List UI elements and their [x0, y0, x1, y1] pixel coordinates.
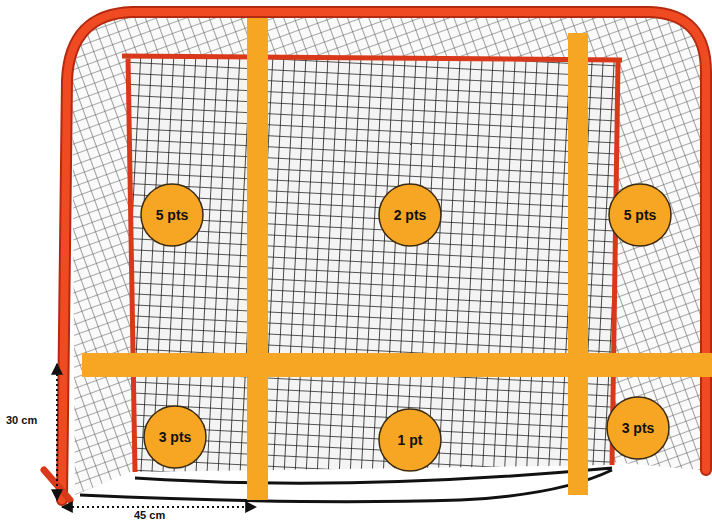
score-circle: 3 pts: [143, 405, 207, 469]
points-value: 3 pts: [622, 420, 655, 436]
back-net: [128, 56, 620, 472]
circle-shape: [379, 409, 441, 471]
dimension-line: [62, 506, 256, 508]
score-circle: 5 pts: [140, 183, 204, 247]
points-value: 5 pts: [624, 207, 657, 223]
points-value: 5 pts: [156, 207, 189, 223]
score-circle: 3 pts: [606, 396, 670, 460]
goal-frame: [62, 12, 706, 500]
circle-shape: [609, 184, 671, 246]
circle-shape: [144, 406, 206, 468]
circle-shape: [379, 184, 441, 246]
net-base: [80, 468, 612, 502]
tape-band: [247, 18, 268, 500]
dimension-label: 45 cm: [132, 509, 167, 521]
top-net: [90, 18, 695, 60]
goal-frame: [62, 12, 706, 500]
score-circle: 1 pt: [378, 408, 442, 472]
points-value: 2 pts: [394, 207, 427, 223]
dimension-line: [56, 364, 58, 500]
tape-band: [82, 353, 712, 377]
score-circle: 5 pts: [608, 183, 672, 247]
tape-band: [568, 33, 588, 495]
dimension-label: 30 cm: [4, 414, 39, 426]
score-circle: 2 pts: [378, 183, 442, 247]
points-value: 1 pt: [398, 432, 423, 448]
points-value: 3 pts: [159, 429, 192, 445]
circle-shape: [141, 184, 203, 246]
back-frame: [122, 56, 622, 472]
circle-shape: [607, 397, 669, 459]
